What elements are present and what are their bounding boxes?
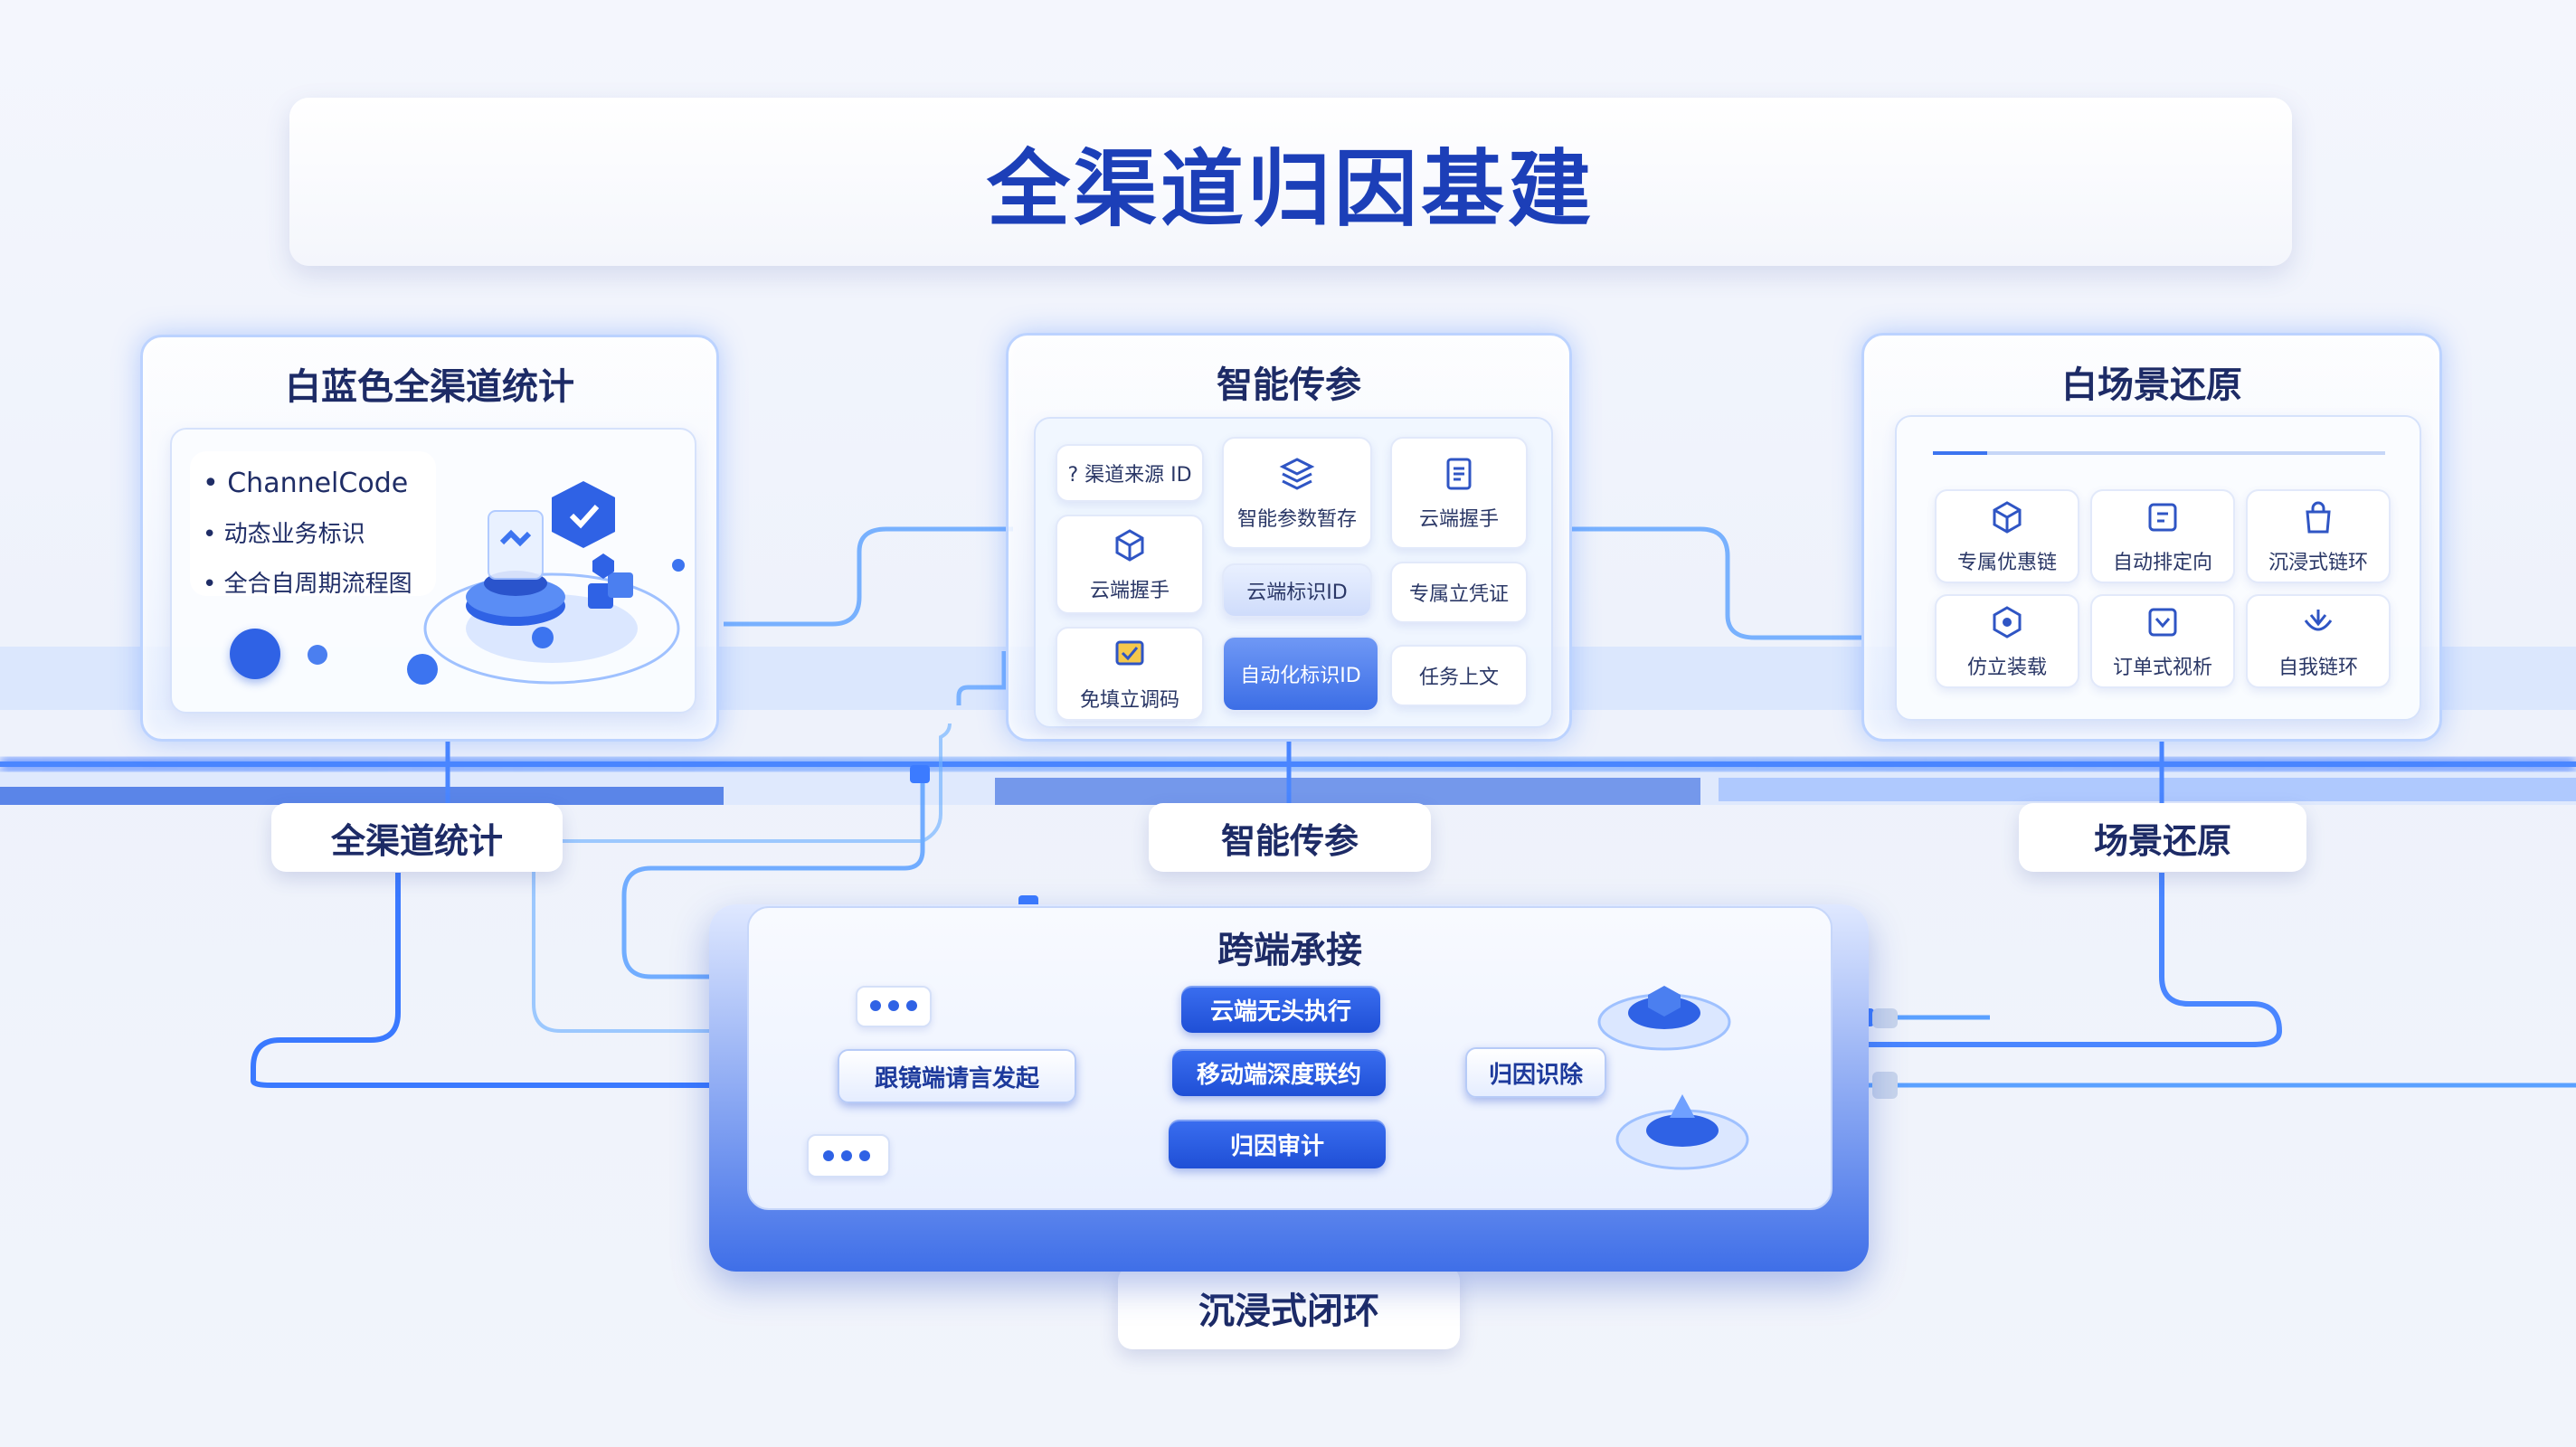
node-mobile-deep-link[interactable]: 移动端深度联约 (1172, 1049, 1386, 1096)
panel-title: 智能传参 (1217, 364, 1361, 406)
channel-stats-card: • ChannelCode • 动态业务标识 • 全合自周期流程图 (170, 428, 696, 714)
document-icon (1446, 458, 1472, 490)
scene-restore-card: 专属优惠链 自动排定向 沉浸式链环 仿立装载 订单式视析 自我链环 (1895, 415, 2421, 721)
bullet-flow-chart: • 全合自周期流程图 (203, 571, 412, 598)
tile-auto-targeting[interactable]: 自动排定向 (2090, 489, 2235, 583)
tile-immersive-loop[interactable]: 沉浸式链环 (2246, 489, 2391, 583)
panel-channel-stats: 白蓝色全渠道统计 • ChannelCode • 动态业务标识 • 全合自周期流… (140, 335, 719, 742)
panel-scene-restore: 白场景还原 专属优惠链 自动排定向 沉浸式链环 仿立装载 订单式视析 自我链环 (1861, 333, 2442, 742)
title-banner: 全渠道归因基建 (289, 98, 2292, 266)
status-chip-top (856, 986, 932, 1027)
tile-self-loop[interactable]: 自我链环 (2246, 594, 2391, 688)
pedestal-bottom (1615, 1094, 1749, 1170)
tile-param-cache[interactable]: 智能参数暂存 (1222, 437, 1372, 549)
tile-task-context[interactable]: 任务上文 (1390, 645, 1528, 706)
bullet-card: • ChannelCode • 动态业务标识 • 全合自周期流程图 (190, 451, 436, 598)
bullet-dynamic-id: • 动态业务标识 (203, 521, 365, 548)
node-cloud-headless[interactable]: 云端无头执行 (1181, 986, 1380, 1033)
tile-credential[interactable]: 专属立凭证 (1390, 562, 1528, 623)
node-initiate[interactable]: 跟镜端请言发起 (838, 1049, 1076, 1103)
tile-load[interactable]: 仿立装载 (1935, 594, 2079, 688)
bag-icon (2306, 501, 2331, 534)
tag-scene-restore: 场景还原 (2019, 803, 2306, 872)
sync-icon (230, 629, 280, 679)
tag-smart-params: 智能传参 (1149, 803, 1431, 872)
tile-auto-id[interactable]: 自动化标识ID (1222, 636, 1379, 712)
tile-cloud-id[interactable]: 云端标识ID (1222, 563, 1372, 618)
tag-channel-stats: 全渠道统计 (271, 803, 563, 872)
node-icon (407, 654, 438, 685)
page-title: 全渠道归因基建 (986, 140, 1595, 238)
tile-no-fill-code[interactable]: 免填立调码 (1056, 627, 1204, 721)
tag-immersive-loop: 沉浸式闭环 (1118, 1266, 1460, 1349)
panel-title: 白场景还原 (2061, 364, 2242, 406)
smart-params-card: ? 渠道来源 ID 智能参数暂存 云端握手 云端握手 云端标识ID 专属立凭证 … (1034, 417, 1553, 728)
node-attribution-clear[interactable]: 归因识除 (1465, 1047, 1606, 1098)
cube-icon (1993, 501, 2022, 534)
check-icon (1115, 640, 1144, 666)
status-chip-bottom (807, 1134, 890, 1177)
node-attribution-audit[interactable]: 归因审计 (1169, 1120, 1386, 1168)
cross-end-title: 跨端承接 (1217, 930, 1362, 971)
hexagon-icon (1993, 606, 2022, 638)
grid-icon (2148, 503, 2177, 532)
pedestal-top (1597, 986, 1731, 1051)
tile-channel-source-id[interactable]: ? 渠道来源 ID (1056, 444, 1204, 502)
lotus-icon (2304, 610, 2333, 631)
hologram-illustration (423, 481, 685, 685)
chevron-down-icon (2148, 608, 2177, 637)
tile-cloud-handshake-2[interactable]: 云端握手 (1056, 515, 1204, 614)
link-icon (308, 645, 327, 665)
box-icon (1115, 529, 1144, 562)
panel-smart-params: 智能传参 ? 渠道来源 ID 智能参数暂存 云端握手 云端握手 云端标识ID 专… (1006, 333, 1572, 742)
progress-strip (1933, 451, 2385, 455)
tile-order-analysis[interactable]: 订单式视析 (2090, 594, 2235, 688)
bullet-channelcode: • ChannelCode (203, 468, 409, 499)
tile-cloud-handshake[interactable]: 云端握手 (1390, 437, 1528, 549)
bullet-list: • ChannelCode • 动态业务标识 • 全合自周期流程图 (203, 468, 412, 615)
panel-title: 白蓝色全渠道统计 (285, 366, 574, 408)
tile-exclusive-offer[interactable]: 专属优惠链 (1935, 489, 2079, 583)
layers-icon (1279, 458, 1315, 490)
